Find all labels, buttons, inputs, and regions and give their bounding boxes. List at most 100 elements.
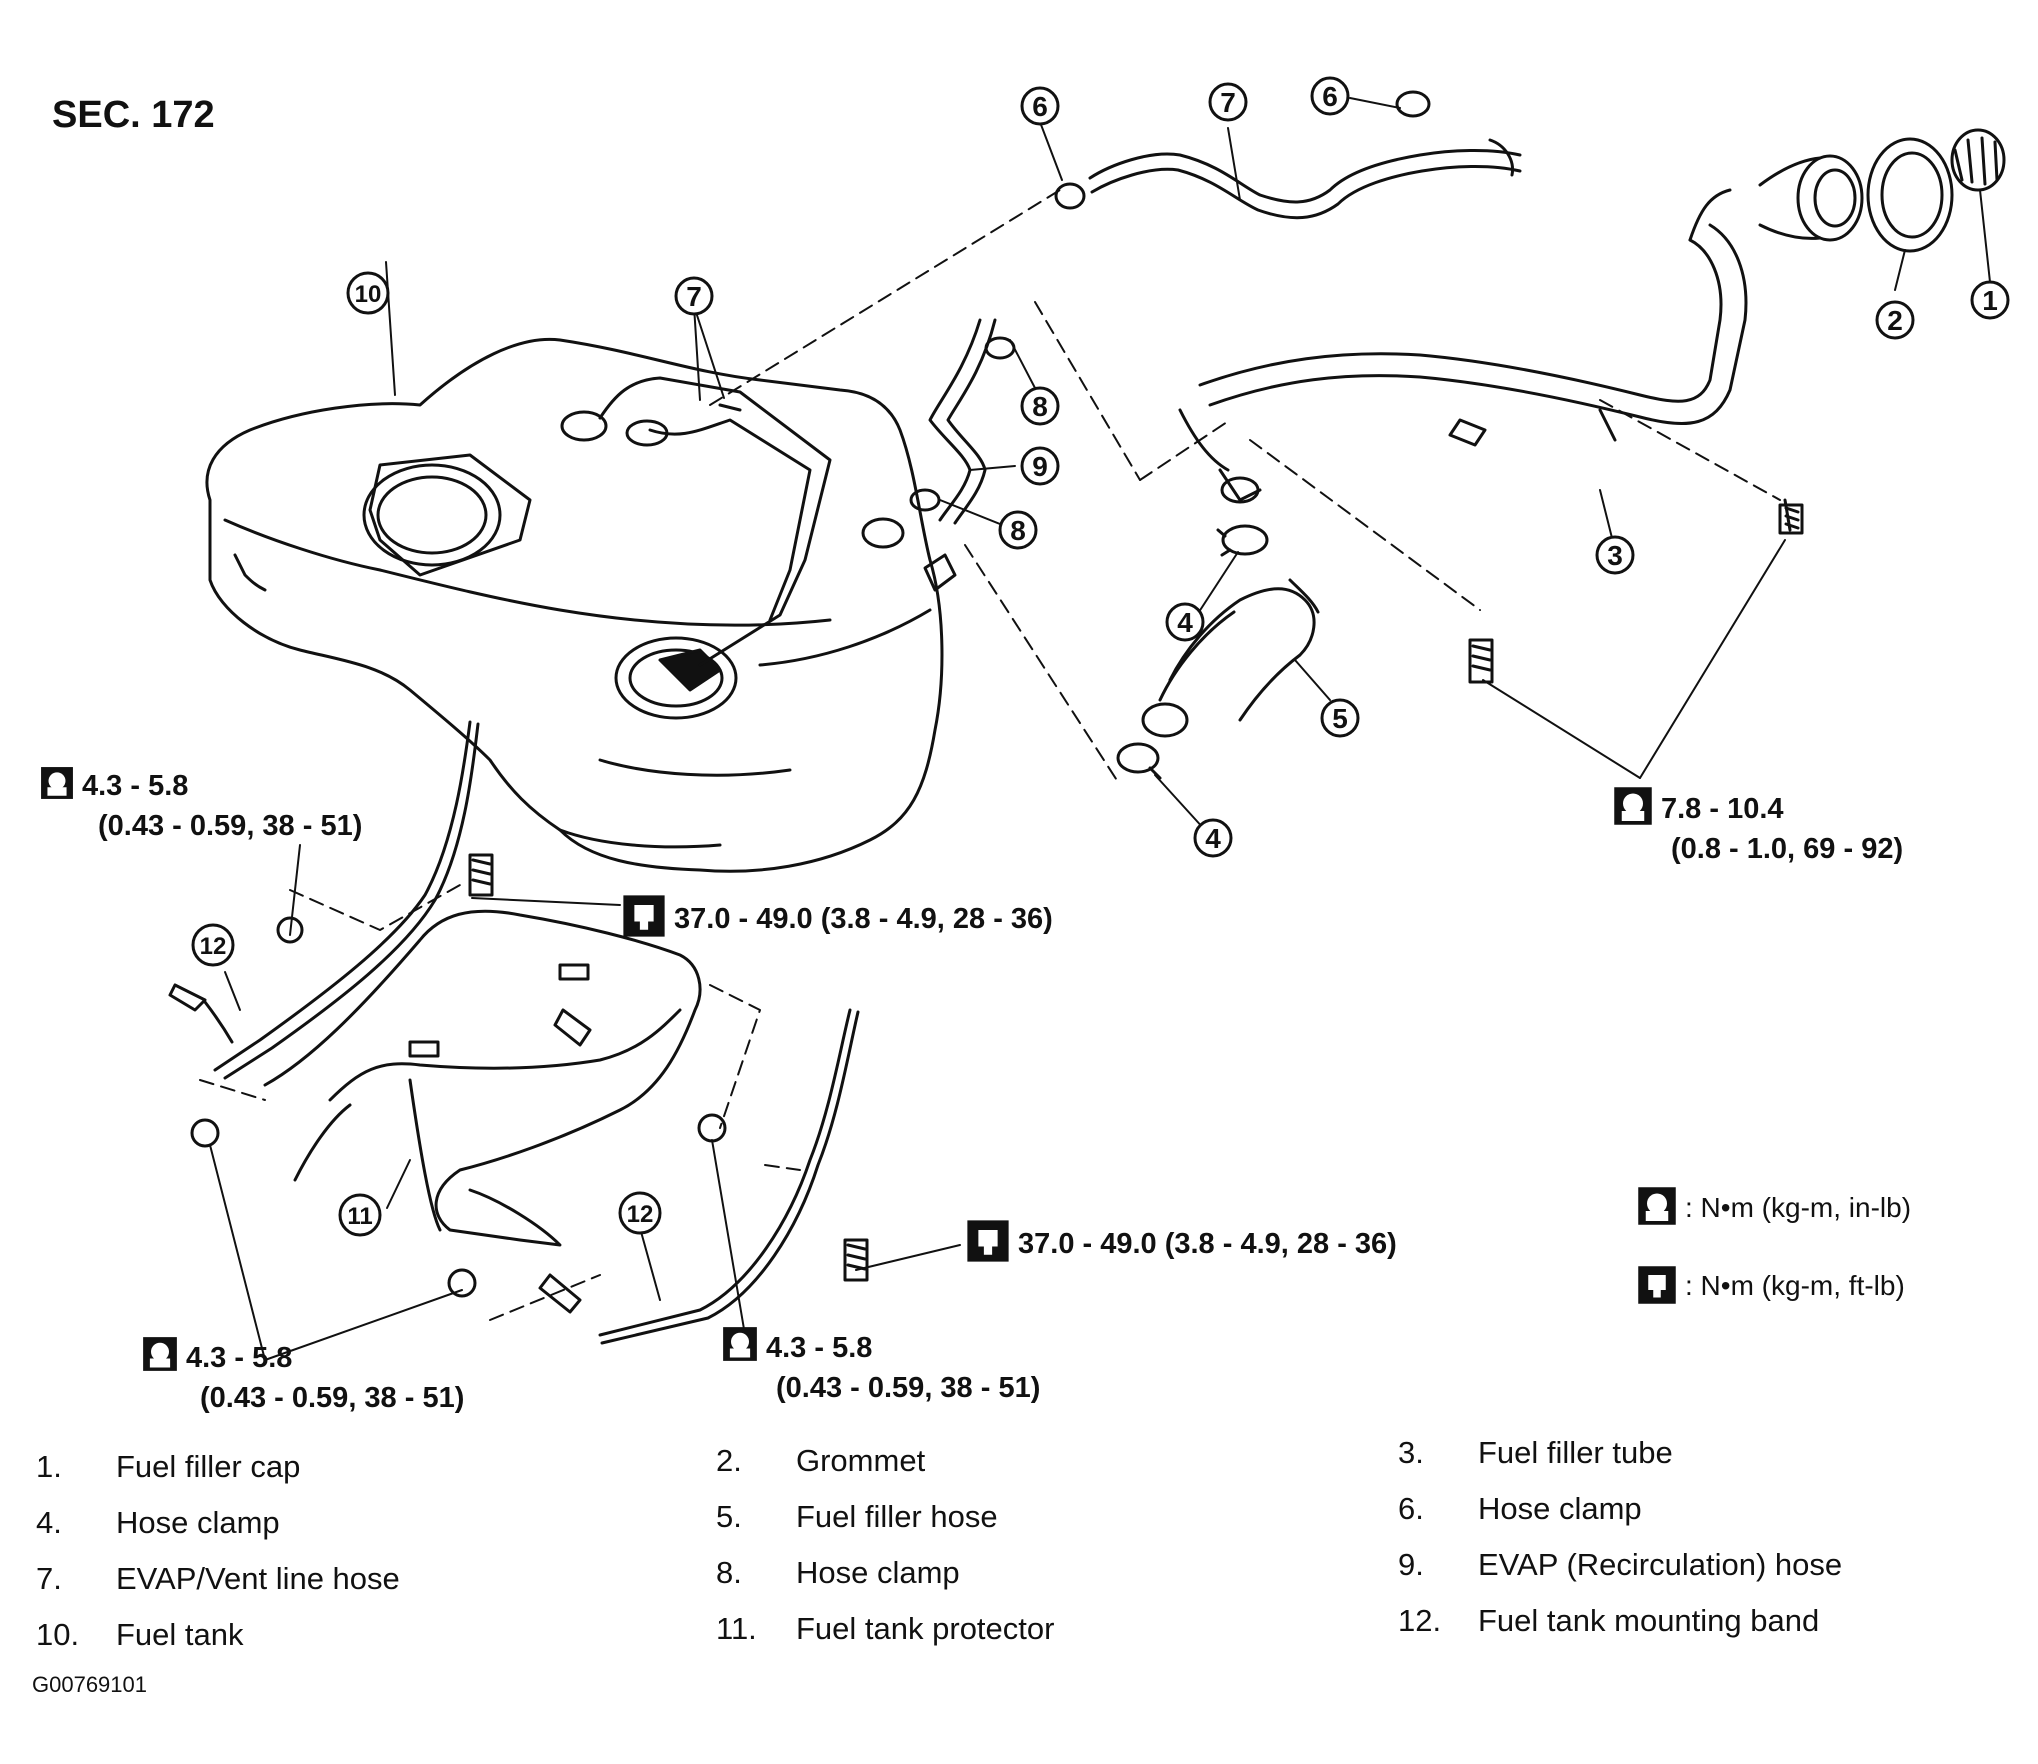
- svg-text:4: 4: [1205, 823, 1221, 854]
- torque-socket-icon: [967, 1220, 1009, 1262]
- legend-column-3: 3.Fuel filler tube 6.Hose clamp 9.EVAP (…: [1398, 1433, 1842, 1641]
- nut-left-lower: [190, 1118, 220, 1148]
- torque-spec-left-upper: 4.3 - 5.8 (0.43 - 0.59, 38 - 51): [40, 766, 362, 846]
- callout-8b: 8: [998, 510, 1038, 550]
- mounting-band-right: [538, 1008, 860, 1345]
- legend-item: 1.Fuel filler cap: [36, 1449, 301, 1484]
- callout-4a: 4: [1165, 602, 1205, 642]
- legend-item: 10.Fuel tank: [36, 1617, 244, 1652]
- nut-mid-lower: [447, 1268, 477, 1298]
- torque-detail: (0.8 - 1.0, 69 - 92): [1671, 833, 1904, 865]
- callout-4b: 4: [1193, 818, 1233, 858]
- callout-3: 3: [1595, 535, 1635, 575]
- bolt-center-lower: [843, 1238, 869, 1282]
- svg-text:2: 2: [1887, 305, 1903, 336]
- fuel-filler-cap-shape: [1950, 128, 2006, 192]
- callout-8a: 8: [1020, 386, 1060, 426]
- callout-9: 9: [1020, 446, 1060, 486]
- legend-item: 12.Fuel tank mounting band: [1398, 1603, 1820, 1638]
- units-key-ftlb: : N•m (kg-m, ft-lb): [1637, 1265, 1905, 1305]
- torque-spec-center-lower: 37.0 - 49.0 (3.8 - 4.9, 28 - 36): [966, 1219, 1397, 1264]
- fuel-filler-hose: [1141, 578, 1320, 738]
- callout-6a: 6: [1020, 86, 1060, 126]
- torque-value: 7.8 - 10.4: [1661, 793, 1784, 825]
- torque-value: 4.3 - 5.8: [186, 1342, 293, 1374]
- grommet: [1866, 137, 1954, 253]
- hose-clamp-upper: [1216, 524, 1269, 557]
- svg-text:7: 7: [1220, 87, 1236, 118]
- legend-item: 7.EVAP/Vent line hose: [36, 1561, 400, 1596]
- callout-2: 2: [1875, 300, 1915, 340]
- solid-leaders: [209, 97, 1991, 1361]
- legend-item: 4.Hose clamp: [36, 1505, 280, 1540]
- torque-wrench-icon: [142, 1336, 178, 1372]
- torque-spec-left-lower: 4.3 - 5.8 (0.43 - 0.59, 38 - 51): [142, 1336, 464, 1418]
- evap-recirculation-hose: [909, 318, 1016, 525]
- legend-item: 9.EVAP (Recirculation) hose: [1398, 1547, 1843, 1582]
- fuel-filler-tube: [1178, 188, 1748, 504]
- callout-5: 5: [1320, 698, 1360, 738]
- torque-wrench-icon: [40, 766, 74, 800]
- callout-1: 1: [1970, 280, 2010, 320]
- svg-text:4: 4: [1177, 607, 1193, 638]
- legend-item: 3.Fuel filler tube: [1398, 1435, 1673, 1470]
- svg-text:12: 12: [627, 1201, 654, 1228]
- torque-value: 37.0 - 49.0 (3.8 - 4.9, 28 - 36): [674, 903, 1053, 935]
- torque-wrench-icon: [722, 1326, 758, 1362]
- callout-6b: 6: [1310, 76, 1350, 116]
- torque-detail: (0.43 - 0.59, 38 - 51): [776, 1372, 1041, 1404]
- torque-value: 37.0 - 49.0 (3.8 - 4.9, 28 - 36): [1018, 1228, 1397, 1260]
- section-label: SEC. 172: [52, 94, 215, 136]
- callout-7a: 7: [1208, 82, 1248, 122]
- torque-detail: (0.43 - 0.59, 38 - 51): [200, 1382, 465, 1414]
- bolt-filler-lower: [1468, 638, 1494, 684]
- bolt-center-upper: [468, 853, 494, 897]
- svg-text:8: 8: [1032, 391, 1048, 422]
- units-key-ftlb-text: : N•m (kg-m, ft-lb): [1685, 1270, 1905, 1301]
- legend-item: 11.Fuel tank protector: [716, 1611, 1055, 1646]
- torque-socket-icon: [1638, 1266, 1676, 1304]
- svg-text:11: 11: [347, 1203, 372, 1230]
- svg-text:6: 6: [1032, 91, 1048, 122]
- figure-id: G00769101: [32, 1672, 147, 1697]
- torque-value: 4.3 - 5.8: [766, 1332, 873, 1364]
- dashed-leaders: [199, 189, 1781, 1321]
- legend-item: 8.Hose clamp: [716, 1555, 960, 1590]
- callout-10: 10: [346, 271, 390, 315]
- callout-12a: 12: [191, 923, 235, 967]
- fuel-tank-protector: [263, 909, 702, 1247]
- legend-column-1: 1.Fuel filler cap 4.Hose clamp 7.EVAP/Ve…: [36, 1447, 400, 1655]
- exploded-diagram: [168, 90, 2006, 1361]
- hose-clamp-lower: [1116, 742, 1162, 780]
- units-key-inlb-text: : N•m (kg-m, in-lb): [1685, 1192, 1912, 1223]
- filler-neck: [1758, 154, 1864, 242]
- legend-column-2: 2.Grommet 5.Fuel filler hose 8.Hose clam…: [716, 1441, 1054, 1649]
- torque-socket-icon: [623, 895, 665, 937]
- svg-text:6: 6: [1322, 81, 1338, 112]
- torque-wrench-icon: [1637, 1185, 1677, 1227]
- fuel-tank: [205, 337, 957, 873]
- svg-text:9: 9: [1032, 451, 1048, 482]
- torque-spec-right-upper: 7.8 - 10.4 (0.8 - 1.0, 69 - 92): [1613, 786, 1903, 869]
- bolt-filler-right: [1778, 498, 1804, 535]
- svg-text:3: 3: [1607, 540, 1623, 571]
- torque-spec-center-upper: 37.0 - 49.0 (3.8 - 4.9, 28 - 36): [622, 894, 1053, 939]
- svg-text:7: 7: [686, 281, 702, 312]
- nut-left-upper: [276, 916, 304, 944]
- svg-text:1: 1: [1982, 285, 1998, 316]
- callout-12b: 12: [618, 1191, 662, 1235]
- svg-text:10: 10: [355, 281, 382, 308]
- svg-text:12: 12: [200, 933, 227, 960]
- units-key-inlb: : N•m (kg-m, in-lb): [1637, 1183, 1911, 1229]
- svg-text:8: 8: [1010, 515, 1026, 546]
- torque-wrench-icon: [1613, 786, 1653, 826]
- callout-7b: 7: [674, 276, 714, 316]
- legend-item: 6.Hose clamp: [1398, 1491, 1642, 1526]
- svg-text:5: 5: [1332, 703, 1348, 734]
- legend-item: 2.Grommet: [716, 1443, 926, 1478]
- callout-layer: 1 2 3 4 4 5 6 6 7 7 8 8 9 10 11 12 12: [191, 76, 2010, 1237]
- evap-vent-hose: [1054, 90, 1522, 220]
- torque-detail: (0.43 - 0.59, 38 - 51): [98, 810, 363, 842]
- torque-value: 4.3 - 5.8: [82, 770, 189, 802]
